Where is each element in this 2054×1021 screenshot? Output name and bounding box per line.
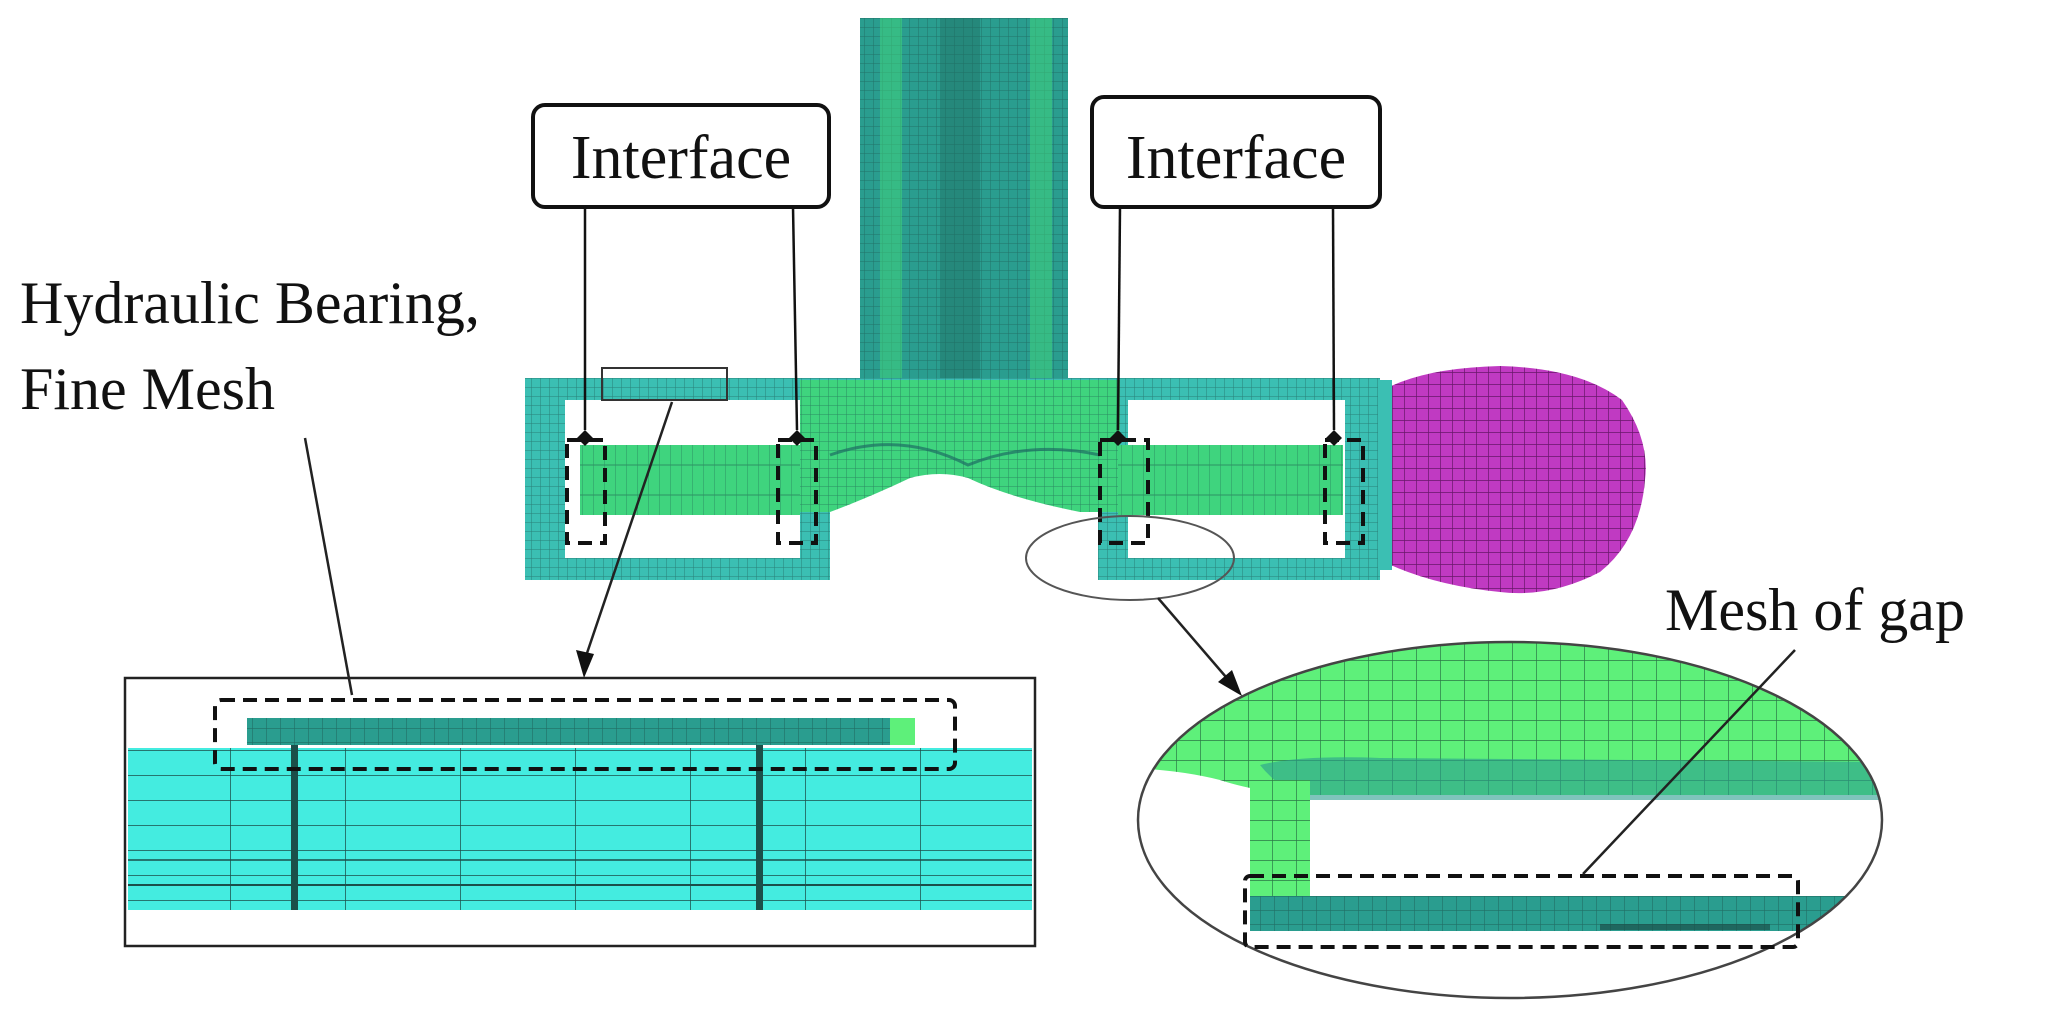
left-bearing xyxy=(580,445,800,515)
arrow-to-bearing-zoom-icon xyxy=(576,650,594,678)
arrowheads xyxy=(576,650,1242,696)
interface-callout-right: Interface xyxy=(1090,95,1382,431)
hydraulic-bearing-label: Hydraulic Bearing, Fine Mesh xyxy=(20,270,480,422)
interface-right-label: Interface xyxy=(1126,124,1346,192)
main-assembly xyxy=(525,18,1646,601)
bearing-label-line1: Hydraulic Bearing, xyxy=(20,270,480,336)
arrow-to-gap-zoom-icon xyxy=(1218,670,1242,696)
interface-dashed-boxes xyxy=(565,438,1365,545)
leader-lines xyxy=(303,401,1796,875)
interface-left-label: Interface xyxy=(571,124,791,192)
gap-zoom-ellipse xyxy=(1136,640,1884,1000)
bearing-label-line2: Fine Mesh xyxy=(20,356,275,422)
gap-highlight-ellipse xyxy=(1025,515,1235,601)
mesh-of-gap-label: Mesh of gap xyxy=(1665,577,1965,643)
interface-callout-left: Interface xyxy=(531,103,831,431)
interface-markers xyxy=(577,430,1342,446)
central-hub xyxy=(800,380,1120,512)
magenta-ball xyxy=(1378,366,1646,594)
bearing-zoom-panel xyxy=(123,676,1037,948)
right-bearing xyxy=(1118,445,1343,515)
bearing-highlight-box xyxy=(601,367,728,401)
vertical-shaft xyxy=(860,18,1068,380)
